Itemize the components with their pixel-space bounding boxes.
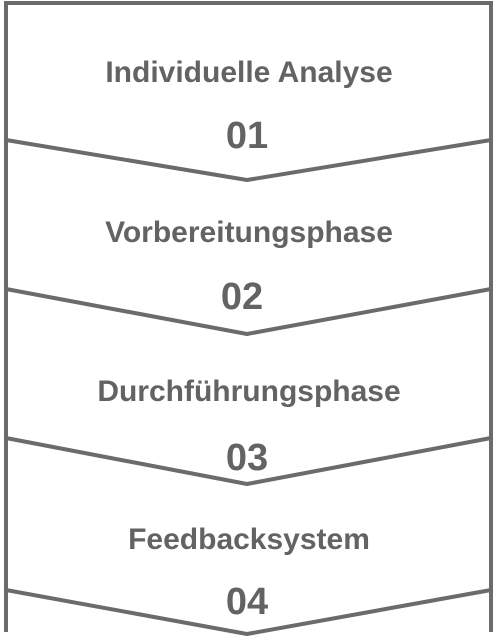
step-4: Feedbacksystem 04 — [128, 523, 370, 623]
step-3: Durchführungsphase 03 — [97, 375, 400, 479]
step-2-title: Vorbereitungsphase — [105, 216, 393, 249]
divider-chevron-1 — [5, 138, 492, 182]
outline-frame — [4, 1, 493, 632]
step-1-title: Individuelle Analyse — [105, 56, 392, 89]
step-2: Vorbereitungsphase 02 — [105, 216, 393, 318]
step-3-title: Durchführungsphase — [97, 375, 400, 408]
step-4-title: Feedbacksystem — [128, 523, 370, 556]
step-1-number: 01 — [226, 115, 268, 157]
divider-chevron-2 — [5, 287, 492, 336]
step-4-number: 04 — [226, 581, 268, 623]
divider-chevron-3 — [5, 436, 492, 486]
step-1: Individuelle Analyse 01 — [105, 56, 392, 157]
step-2-number: 02 — [221, 276, 263, 318]
divider-chevron-4 — [5, 588, 492, 636]
process-outline — [4, 1, 493, 636]
step-3-number: 03 — [226, 437, 268, 479]
